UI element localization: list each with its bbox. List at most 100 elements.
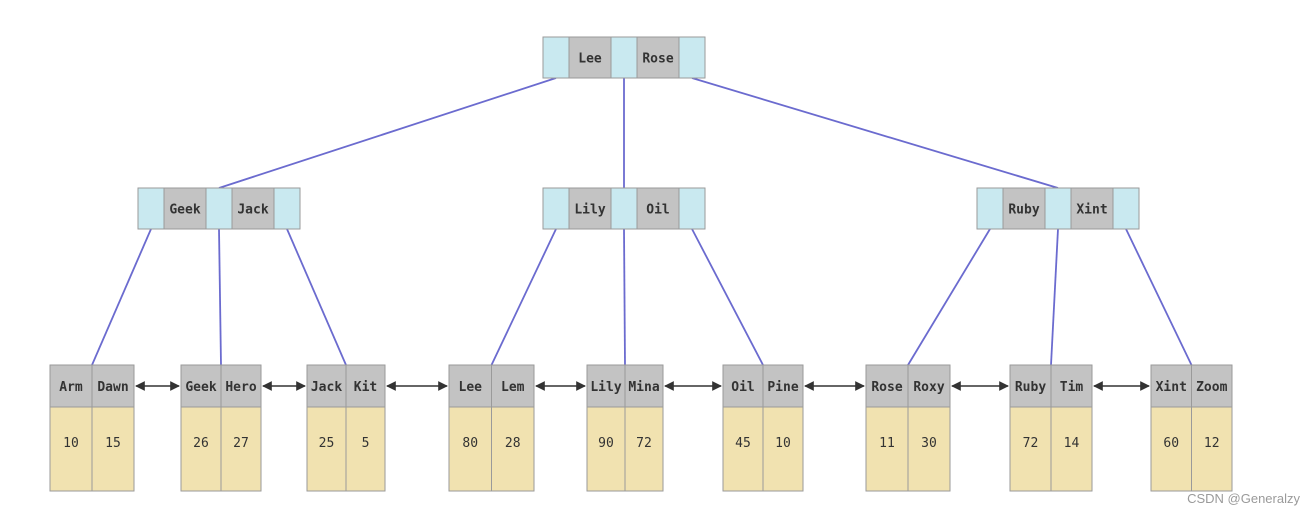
leaf-value-cell [491,406,535,492]
pointer-cell [542,36,570,79]
leaf-value-cell [448,406,492,492]
leaf-key-label: Dawn [97,380,128,395]
leaf-value-label: 5 [362,436,370,451]
leaf-value-label: 12 [1204,436,1220,451]
tree-edge [907,228,991,366]
key-label: Lee [578,52,602,67]
pointer-cell [610,187,638,230]
leaf-key-cell [865,364,909,408]
leaf-key-cell [624,364,664,408]
internal-node: Ruby Xint [976,187,1140,230]
tree-edge [286,228,347,366]
leaf-value-label: 10 [775,436,791,451]
tree-edge [218,77,557,189]
watermark-text: CSDN @Generalzy [1187,491,1300,506]
leaf-key-label: Arm [59,380,83,395]
leaf-value-label: 11 [879,436,895,451]
key-cell [1070,187,1114,230]
key-cell [163,187,207,230]
leaf-key-label: Hero [225,380,256,395]
leaf-value-label: 25 [319,436,335,451]
leaf-key-cell [180,364,222,408]
pointer-cell [205,187,233,230]
leaf-node: Ruby 72 Tim 14 [1009,364,1093,492]
leaf-value-cell [345,406,386,492]
leaf-key-label: Mina [628,380,659,395]
leaf-key-cell [762,364,804,408]
leaf-value-cell [586,406,626,492]
pointer-cell [1112,187,1140,230]
tree-edge [218,228,222,366]
tree-edge [1125,228,1193,366]
key-label: Ruby [1008,203,1039,218]
leaf-key-cell [722,364,764,408]
key-label: Jack [237,203,268,218]
leaf-value-label: 27 [233,436,249,451]
leaf-key-label: Jack [311,380,342,395]
leaf-key-cell [1191,364,1233,408]
leaf-key-label: Tim [1060,380,1084,395]
key-cell [636,36,680,79]
pointer-cell [678,187,706,230]
leaf-value-cell [1050,406,1093,492]
pointer-cell [137,187,165,230]
leaf-value-label: 28 [505,436,521,451]
leaf-value-cell [1150,406,1192,492]
pointer-cell [273,187,301,230]
leaf-value-cell [180,406,222,492]
leaf-key-label: Kit [354,380,377,395]
leaf-value-cell [91,406,135,492]
key-label: Xint [1076,203,1107,218]
key-label: Rose [642,52,673,67]
pointer-cell [1044,187,1072,230]
leaf-value-cell [865,406,909,492]
leaf-key-label: Lily [590,380,621,395]
leaf-value-cell [907,406,951,492]
leaf-value-label: 26 [193,436,209,451]
pointer-cell [542,187,570,230]
leaf-value-cell [1191,406,1233,492]
leaf-value-label: 10 [63,436,79,451]
leaf-value-label: 90 [598,436,614,451]
leaf-key-label: Lee [459,380,483,395]
pointer-cell [678,36,706,79]
leaf-key-label: Geek [185,380,216,395]
key-label: Oil [646,203,669,218]
key-cell [636,187,680,230]
leaf-value-label: 80 [462,436,478,451]
leaf-key-label: Oil [731,380,754,395]
tree-edge [691,77,1059,189]
pointer-cell [976,187,1004,230]
leaf-value-cell [722,406,764,492]
leaf-value-label: 14 [1064,436,1080,451]
leaf-value-cell [624,406,664,492]
tree-edge [691,228,764,366]
leaf-node: Jack 25 Kit 5 [306,364,386,492]
leaf-value-cell [49,406,93,492]
leaf-key-label: Ruby [1015,380,1046,395]
leaf-key-cell [586,364,626,408]
tree-edge [91,228,152,366]
tree-edges [91,77,1193,366]
leaf-value-cell [220,406,262,492]
leaf-value-cell [306,406,347,492]
root-node: Lee Rose [542,36,706,79]
leaf-value-label: 72 [1023,436,1039,451]
leaf-value-cell [1009,406,1052,492]
leaf-value-label: 45 [735,436,751,451]
leaf-key-cell [907,364,951,408]
leaf-node: Lily 90 Mina 72 [586,364,664,492]
leaf-key-cell [1050,364,1093,408]
key-label: Lily [574,203,605,218]
leaf-value-label: 72 [636,436,652,451]
pointer-cell [610,36,638,79]
leaf-key-label: Zoom [1196,380,1227,395]
